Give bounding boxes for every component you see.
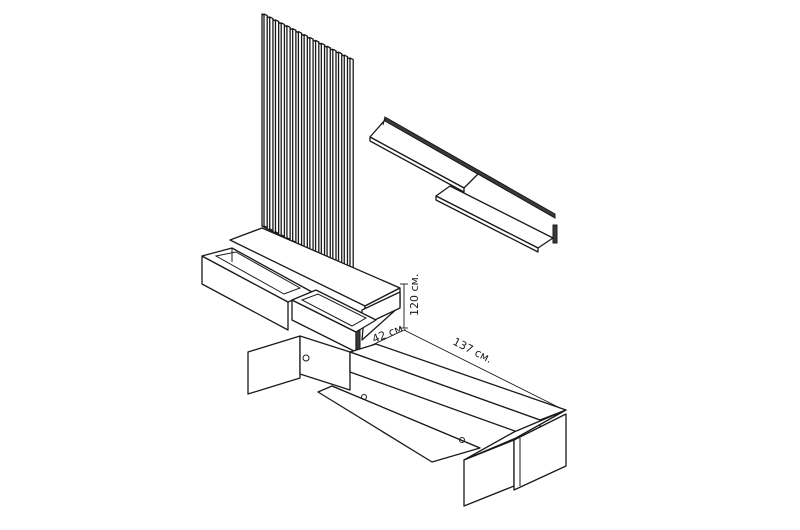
panel-slat: [349, 57, 354, 273]
panel-slat: [263, 13, 268, 229]
tv-cabinet: [247, 335, 567, 507]
panel-slat: [297, 30, 303, 246]
panel-slats: [263, 13, 354, 273]
panel-slat: [303, 33, 308, 249]
slatted-wall-panel: [261, 13, 354, 273]
left-door: [247, 335, 301, 395]
lower-shelf-top: [435, 185, 554, 249]
cabinet-right-top: [463, 409, 567, 461]
upper-shelf-top: [369, 119, 479, 189]
lower-shelf-side: [552, 224, 558, 244]
width-dimension-label: 137 см.: [451, 335, 495, 366]
panel-slat: [337, 51, 343, 267]
panel-slat: [320, 42, 326, 258]
panel-slat: [332, 48, 337, 264]
upper-shelf-front: [369, 136, 465, 193]
wall-shelves: [369, 116, 558, 253]
panel-slat: [269, 16, 274, 232]
panel-slat: [309, 36, 314, 252]
height-dimension-label: 120 см.: [408, 274, 421, 316]
upper-shelf-back: [384, 116, 556, 219]
cabinet-right-side: [513, 413, 567, 491]
panel-slat: [343, 54, 349, 270]
panel-slat: [274, 19, 280, 235]
panel-slat: [326, 45, 331, 261]
panel-slat: [286, 25, 291, 240]
panel-slat: [292, 28, 297, 243]
drawer-console: [201, 227, 401, 353]
panel-slat: [280, 22, 286, 238]
lower-shelf-front: [435, 195, 539, 253]
panel-slat: [314, 39, 320, 255]
right-drawer-box: [291, 289, 377, 333]
